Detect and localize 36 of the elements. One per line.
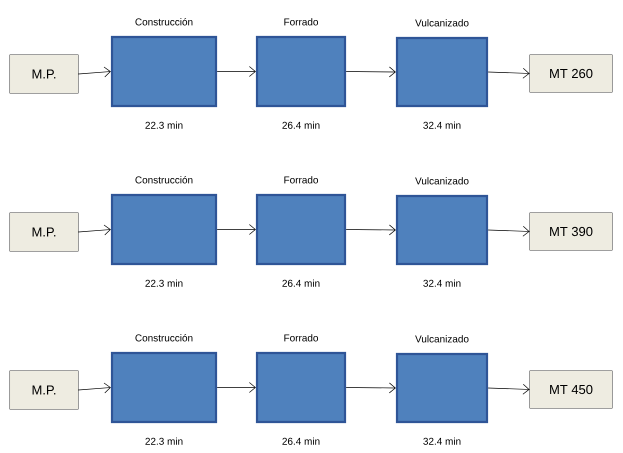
terminal-box: MT 260 (530, 54, 612, 92)
arrow (216, 382, 256, 393)
duration-label: 32.4 min (423, 280, 460, 287)
step-heading: Construcción (135, 334, 192, 342)
arrow (78, 382, 111, 394)
step-heading: Construcción (135, 18, 192, 26)
arrow (488, 68, 530, 79)
terminal-box: M.P. (10, 212, 78, 252)
arrow (216, 224, 256, 235)
terminal-box: M.P. (10, 54, 78, 94)
terminal-box: MT 390 (530, 212, 612, 250)
step-heading: Vulcanizado (415, 19, 469, 26)
arrow (78, 224, 111, 236)
arrow (346, 66, 396, 78)
duration-label: 26.4 min (282, 438, 320, 445)
duration-label: 32.4 min (423, 438, 460, 445)
duration-label: 32.4 min (423, 122, 460, 129)
duration-label: 22.3 min (145, 122, 182, 129)
step-heading: Forrado (284, 176, 318, 184)
duration-label: 26.4 min (282, 122, 320, 129)
arrow (346, 224, 396, 236)
step-heading: Vulcanizado (415, 177, 469, 184)
duration-label: 22.3 min (145, 280, 182, 287)
duration-label: 22.3 min (145, 438, 182, 445)
step-heading: Forrado (284, 18, 318, 26)
terminal-box: M.P. (10, 370, 78, 410)
arrow (78, 66, 111, 78)
step-heading: Forrado (284, 334, 318, 342)
arrow (488, 384, 530, 395)
step-heading: Construcción (135, 176, 192, 184)
arrow (346, 382, 396, 394)
arrow (488, 226, 530, 237)
arrow (216, 66, 256, 77)
duration-label: 26.4 min (282, 280, 320, 287)
terminal-box: MT 450 (530, 370, 612, 408)
step-heading: Vulcanizado (415, 335, 469, 342)
